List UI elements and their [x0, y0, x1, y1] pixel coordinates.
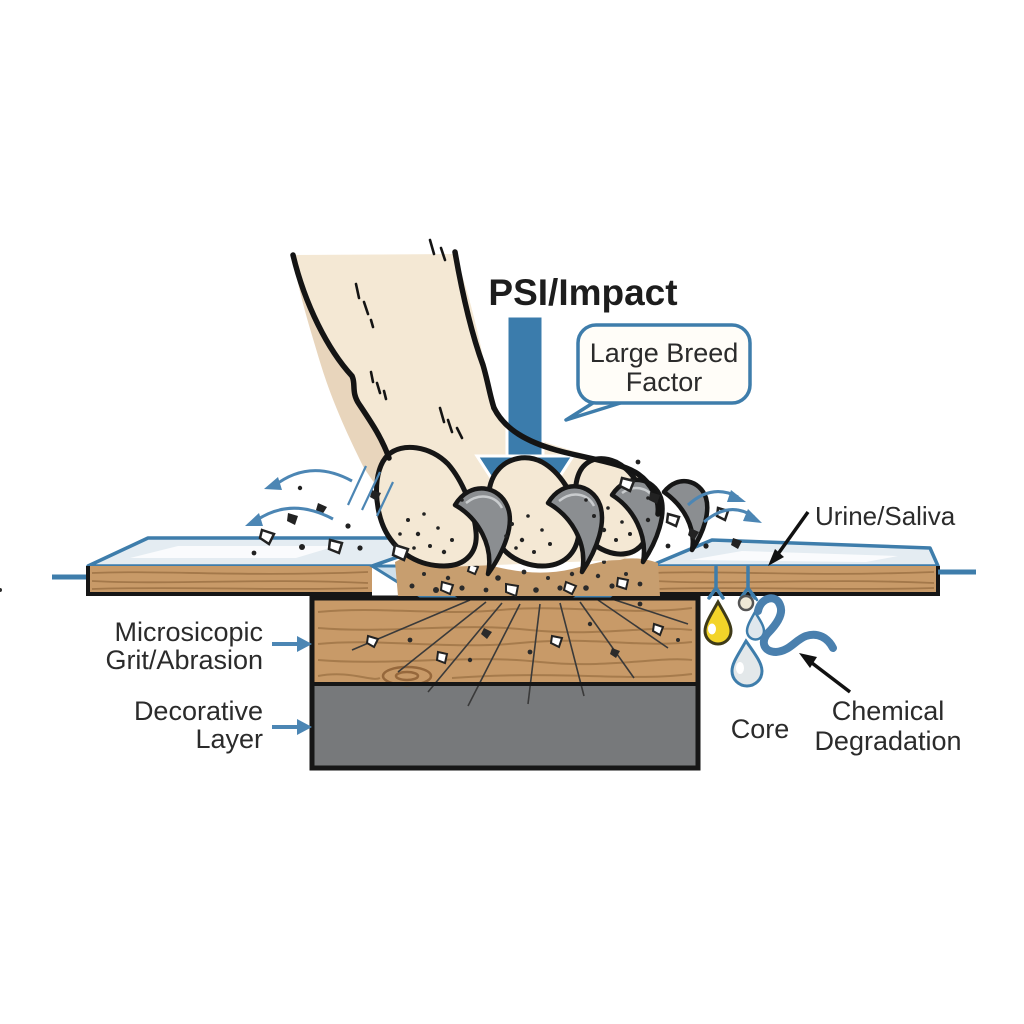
plank-grain-right — [653, 571, 935, 590]
plank-edge-right — [650, 566, 940, 596]
decorative-text-line2: Layer — [195, 724, 263, 754]
small-droplet-icon — [745, 609, 766, 641]
grit-chunks — [439, 562, 630, 598]
droplet-highlight — [708, 623, 716, 635]
droplet-highlight-2 — [736, 662, 744, 674]
urine-droplet-icon — [703, 598, 733, 646]
claw-1 — [452, 486, 513, 577]
fur-strokes — [354, 238, 464, 440]
chemical-droplets — [703, 594, 837, 688]
speech-bubble: Large Breed Factor — [564, 323, 752, 422]
decorative-text-line1: Decorative — [134, 696, 263, 726]
chemical-squiggle-icon — [754, 594, 837, 657]
bubble-droplet-icon — [737, 594, 755, 612]
label-urine-saliva: Urine/Saliva — [768, 501, 956, 566]
toe-left — [374, 444, 479, 569]
debris-left — [251, 485, 410, 562]
label-core: Core — [731, 714, 790, 744]
motion-arcs — [245, 465, 762, 526]
bubble-line2: Factor — [626, 367, 703, 397]
curved-arrow-left-1 — [273, 469, 353, 488]
label-decorative-layer: Decorative Layer — [134, 696, 312, 754]
label-grit-abrasion: Microsicopic Grit/Abrasion — [105, 617, 312, 675]
grit-text-line1: Microsicopic — [114, 617, 263, 647]
plank-edge-left — [86, 566, 372, 596]
chemical-text-line1: Chemical — [832, 696, 945, 726]
chemical-text-line2: Degradation — [814, 726, 961, 756]
core-block — [309, 595, 701, 771]
saliva-droplet-icon — [730, 638, 764, 688]
leg-shading — [293, 255, 390, 490]
wear-layer-highlight-right — [690, 551, 898, 562]
wear-layer-highlight-left — [130, 546, 336, 558]
plank-face-right — [650, 566, 938, 594]
embedded-grit — [365, 601, 680, 665]
curved-arrow-left-2 — [253, 506, 334, 524]
speech-bubble-box — [576, 323, 752, 405]
urine-pointer-arrow-icon — [776, 510, 810, 556]
grit-speckles — [0, 557, 643, 593]
plank-grain-left — [91, 571, 369, 590]
bubble-line1: Large Breed — [590, 338, 739, 368]
decorative-core-layer — [312, 684, 698, 768]
label-chemical-degradation: Chemical Degradation — [799, 653, 962, 756]
core-text: Core — [731, 714, 790, 744]
motion-lines — [347, 465, 394, 517]
diagram-title: PSI/Impact — [488, 272, 677, 313]
claw-2 — [545, 484, 605, 575]
leg-outlines — [290, 249, 662, 517]
core-block-outline — [309, 595, 701, 771]
plank-face-left — [88, 566, 372, 594]
urine-saliva-text: Urine/Saliva — [815, 501, 956, 531]
seep-marks — [707, 565, 759, 602]
chemical-pointer-arrow-icon — [810, 661, 852, 694]
grit-text-line2: Grit/Abrasion — [105, 645, 263, 675]
paw-speckles — [398, 496, 650, 555]
floor-right-plank — [648, 538, 976, 602]
